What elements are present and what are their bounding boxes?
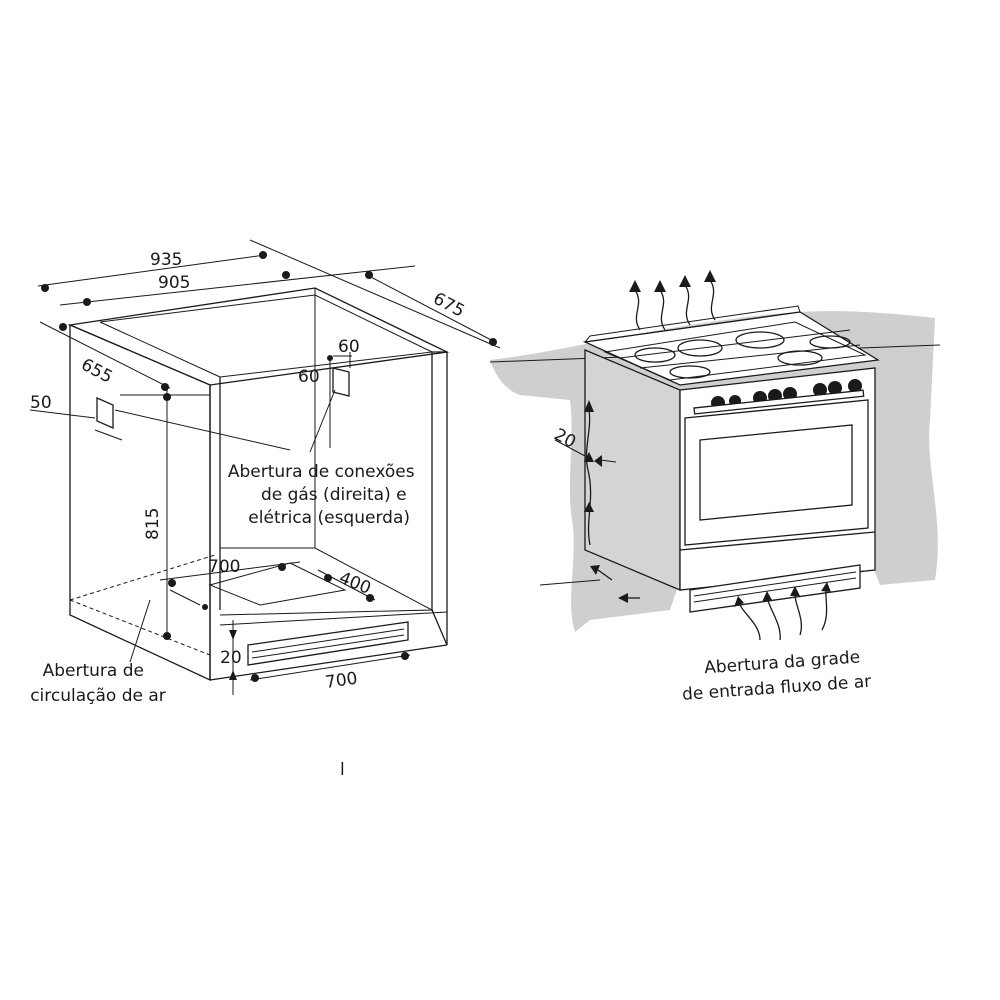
- dim-floor-400: 400: [336, 568, 374, 599]
- dim-plinth-20: 20: [220, 648, 242, 668]
- gap-arrows: [554, 400, 640, 603]
- intake-arrows: [734, 582, 831, 641]
- dim-plinth-700: 700: [324, 669, 359, 693]
- dim-hole-width: 60: [338, 337, 360, 357]
- dimension-lines: [29, 239, 501, 695]
- base-grille: [689, 564, 861, 613]
- label-air-circulation: Abertura de circulação de ar: [30, 661, 166, 706]
- cabinet-top-inner: [99, 294, 434, 378]
- label-grill-intake: Abertura da grade de entrada fluxo de ar: [680, 647, 872, 705]
- stove-drawing: 20 Abertura da grade de entrada fluxo de…: [489, 270, 941, 705]
- cabinet-drawing: 935 905 675 655 50 60 60 815 700 400 20 …: [29, 239, 501, 706]
- oven-door: [684, 399, 869, 546]
- dim-50: 50: [30, 393, 52, 413]
- stove-side: [584, 349, 681, 591]
- dim-675: 675: [430, 289, 468, 322]
- side-hole-right: [332, 367, 350, 397]
- oven-handle: [693, 389, 865, 415]
- stove-front: [679, 367, 876, 591]
- cabinet-floor: [219, 547, 434, 616]
- plinth-grille: [247, 621, 409, 666]
- dim-935: 935: [150, 250, 182, 270]
- dim-815: 815: [143, 508, 163, 540]
- dim-hole-height: 60: [298, 367, 320, 387]
- dim-905: 905: [158, 273, 190, 293]
- label-gas-connection: Abertura de conexões de gás (direita) e …: [228, 462, 420, 528]
- burner-grate: [603, 321, 867, 381]
- side-hole-left: [96, 397, 114, 429]
- cabinet-right-panel: [431, 351, 448, 646]
- footnote-mark: l: [340, 760, 345, 780]
- floor-dashed: [69, 554, 216, 601]
- oven-window: [699, 424, 853, 521]
- dim-floor-700: 700: [208, 557, 240, 577]
- heat-arrows-top: [629, 270, 716, 331]
